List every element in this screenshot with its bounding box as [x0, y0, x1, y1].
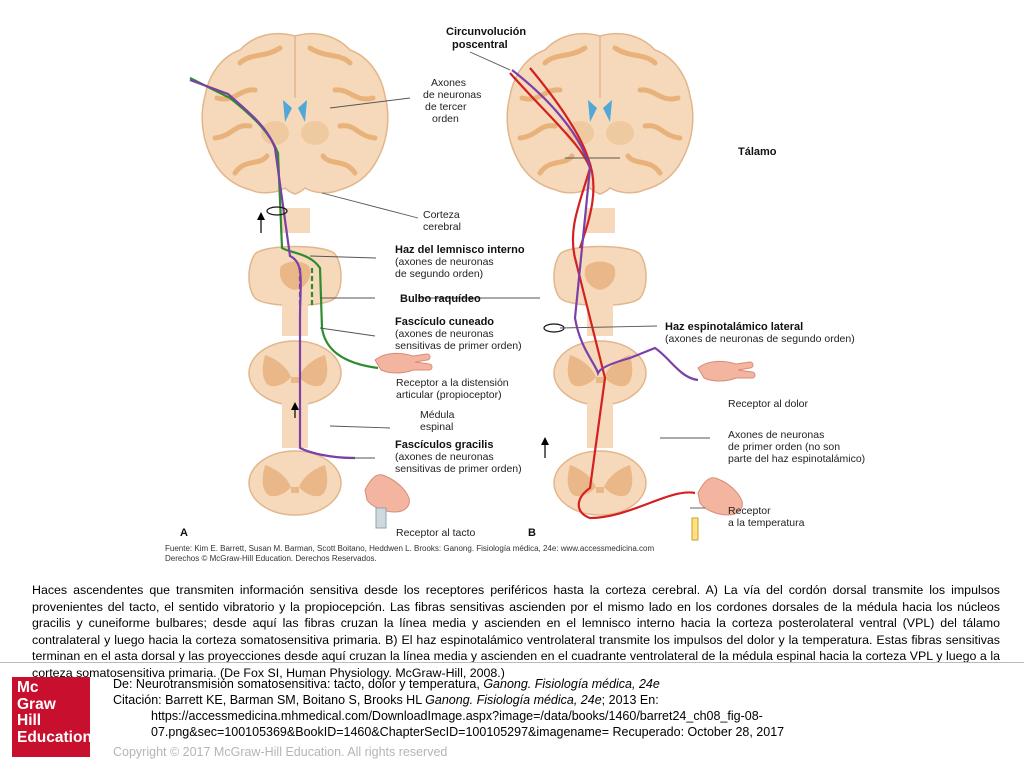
logo-line-4: Education	[17, 728, 92, 746]
citation-source-book: Ganong. Fisiología médica, 24e	[483, 677, 660, 691]
proprioceptor-hand-icon	[374, 352, 433, 374]
label-cuneado-1: Fascículo cuneado	[395, 316, 494, 328]
label-axones3-4: orden	[432, 113, 459, 125]
leader-lines	[309, 51, 710, 509]
label-temp-1: Receptor	[728, 505, 771, 517]
panel-label-a: A	[180, 527, 188, 539]
thermometer-icon	[691, 517, 699, 541]
mcgraw-hill-logo: Mc Graw Hill Education	[12, 677, 92, 757]
logo-line-2: Graw	[17, 695, 56, 713]
label-circunvolucion-1: Circunvolución	[446, 26, 526, 38]
medulla-section-a	[248, 245, 342, 307]
label-cuneado-3: sensitivas de primer orden)	[395, 340, 522, 352]
pain-receptor-hand-icon	[697, 360, 756, 382]
citation-source-text: De: Neurotransmisión somatosensitiva: ta…	[113, 677, 484, 691]
arrow-a-upper-head	[257, 212, 265, 220]
citation-authors: Citación: Barrett KE, Barman SM, Boitano…	[113, 693, 426, 707]
panel-label-b: B	[528, 527, 536, 539]
label-primer-1: Axones de neuronas	[728, 429, 824, 441]
label-gracilis-2: (axones de neuronas	[395, 451, 494, 463]
spinal-cord-lower-b	[553, 450, 647, 516]
label-lemnisco-3: de segundo orden)	[395, 268, 483, 280]
citation-year: ; 2013 En:	[601, 693, 659, 707]
label-distension-1: Receptor a la distensión	[396, 377, 509, 389]
figure-rights-line: Derechos © McGraw-Hill Education. Derech…	[165, 554, 377, 563]
label-espinotalamico-2: (axones de neuronas de segundo orden)	[665, 333, 855, 345]
citation-source: De: Neurotransmisión somatosensitiva: ta…	[113, 676, 873, 692]
citation-url-tail: 07.png&sec=100105369&BookID=1460&Chapter…	[151, 725, 785, 739]
citation-url-link[interactable]: https://accessmedicina.mhmedical.com/Dow…	[151, 709, 763, 723]
logo-line-1: Mc	[17, 679, 39, 696]
touch-probe-icon	[375, 507, 387, 529]
label-lemnisco-2: (axones de neuronas	[395, 256, 494, 268]
label-talamo: Tálamo	[738, 146, 777, 158]
brainstem-b	[585, 208, 615, 233]
label-gracilis-3: sensitivas de primer orden)	[395, 463, 522, 475]
brainstem-a	[280, 208, 310, 233]
footer-divider	[0, 662, 1024, 663]
arrow-a-lower-head	[291, 402, 299, 410]
label-corteza-2: cerebral	[423, 221, 461, 233]
figure-source-line: Fuente: Kim E. Barrett, Susan M. Barman,…	[165, 544, 654, 553]
logo-line-3: Hill	[17, 712, 42, 729]
tract-a-marker	[266, 206, 288, 216]
brain-section-b	[507, 34, 693, 194]
label-temp-2: a la temperatura	[728, 517, 805, 529]
spinal-cord-upper-b	[553, 340, 647, 406]
label-axones3-1: Axones	[431, 77, 466, 89]
tract-purple-b	[511, 69, 699, 382]
label-axones3-3: de tercer	[425, 101, 467, 113]
medulla-section-b	[553, 245, 647, 307]
label-lemnisco-1: Haz del lemnisco interno	[395, 244, 525, 256]
cord-connector-b2	[587, 403, 613, 448]
spinal-cord-lower-a	[248, 450, 342, 516]
label-medula-2: espinal	[420, 421, 453, 433]
label-primer-3: parte del haz espinotalámico)	[728, 453, 865, 465]
figure-caption: Haces ascendentes que transmiten informa…	[32, 583, 1000, 680]
label-tacto: Receptor al tacto	[396, 527, 476, 539]
ascending-tracts-figure: Circunvolución poscentral Axones de neur…	[165, 26, 865, 563]
spinal-cord-upper-a	[248, 340, 342, 406]
brain-section-a	[202, 34, 388, 194]
tract-red-b	[509, 72, 696, 520]
label-primer-2: de primer orden (no son	[728, 441, 840, 453]
label-bulbo: Bulbo raquídeo	[400, 293, 481, 305]
label-distension-2: articular (propioceptor)	[396, 389, 502, 401]
arrow-b-lower-head	[541, 437, 549, 445]
citation-block: De: Neurotransmisión somatosensitiva: ta…	[113, 676, 873, 740]
label-receptor-dolor: Receptor al dolor	[728, 398, 808, 410]
label-gracilis-1: Fascículos gracilis	[395, 439, 493, 451]
copyright-notice: Copyright © 2017 McGraw-Hill Education. …	[113, 745, 448, 759]
label-cuneado-2: (axones de neuronas	[395, 328, 494, 340]
label-corteza-1: Corteza	[423, 209, 460, 221]
label-axones3-2: de neuronas	[423, 89, 481, 101]
cord-connector-a1	[282, 303, 308, 336]
label-medula-1: Médula	[420, 409, 455, 421]
cord-connector-a2	[282, 403, 308, 448]
touch-receptor-foot-icon	[364, 474, 410, 513]
label-circunvolucion-2: poscentral	[452, 39, 508, 51]
citation-line: Citación: Barrett KE, Barman SM, Boitano…	[113, 692, 873, 708]
label-espinotalamico-1: Haz espinotalámico lateral	[665, 321, 803, 333]
citation-book: Ganong. Fisiología médica, 24e	[425, 693, 602, 707]
